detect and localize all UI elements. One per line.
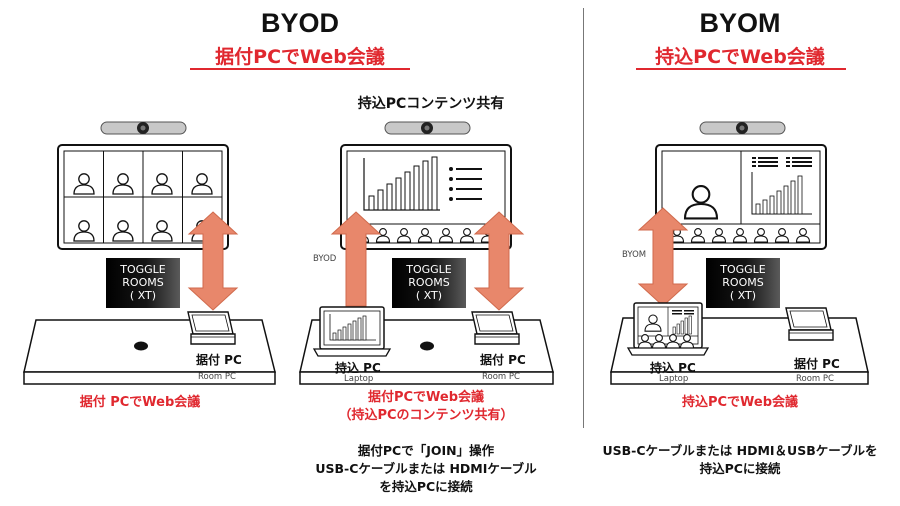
panel3-display	[655, 144, 827, 250]
panel3-camera-bar	[699, 121, 786, 135]
byom-subtitle: 持込PCでWeb会議	[655, 46, 825, 68]
panel1-device-sublabel: Room PC	[198, 372, 236, 382]
panel3-laptop-sublabel: Laptop	[659, 374, 689, 384]
byod-heading: BYOD	[260, 8, 339, 38]
panel2-title: 持込PCコンテンツ共有	[357, 96, 505, 112]
panel2-camera-bar	[384, 121, 471, 135]
panel2-display	[340, 144, 512, 250]
panel1-double-arrow	[187, 211, 239, 311]
panel2-laptop-label: 持込 PC	[335, 361, 381, 375]
panel2-laptop	[312, 306, 392, 357]
byom-subtitle-underline	[636, 68, 846, 70]
byom-heading: BYOM	[699, 8, 781, 38]
panel1-camera-bar	[100, 121, 187, 135]
byod-subtitle: 据付PCでWeb会議	[215, 46, 385, 68]
panel3-room-pc-tablet	[785, 307, 834, 341]
byod-subtitle-underline	[190, 68, 410, 70]
panel3-laptop-label: 持込 PC	[650, 361, 696, 375]
section-divider	[583, 8, 584, 428]
panel1-caption: 据付 PCでWeb会議	[79, 395, 201, 410]
panel1-room-pc-tablet	[187, 311, 236, 345]
panel2-up-arrow	[330, 211, 382, 307]
panel3-device-label: 据付 PC	[794, 357, 840, 371]
panel3-instruction-note: USB-Cケーブルまたは HDMI＆USBケーブルを持込PCに接続	[602, 443, 878, 476]
panel2-laptop-sublabel: Laptop	[344, 374, 374, 384]
panel1-display	[57, 144, 229, 250]
panel3-side-label: BYOM	[622, 250, 647, 260]
panel2-device-label: 据付 PC	[480, 353, 526, 367]
panel1-device-label: 据付 PC	[196, 353, 242, 367]
panel3-laptop	[626, 302, 710, 356]
panel2-side-label: BYOD	[313, 254, 337, 264]
panel2-caption: 据付PCでWeb会議（持込PCのコンテンツ共有）	[338, 390, 514, 423]
panel2-room-pc-tablet	[471, 311, 520, 345]
panel2-device-sublabel: Room PC	[482, 372, 520, 382]
panel3-caption: 持込PCでWeb会議	[681, 395, 799, 410]
panel2-double-arrow	[473, 211, 525, 311]
panel3-device-sublabel: Room PC	[796, 374, 834, 384]
